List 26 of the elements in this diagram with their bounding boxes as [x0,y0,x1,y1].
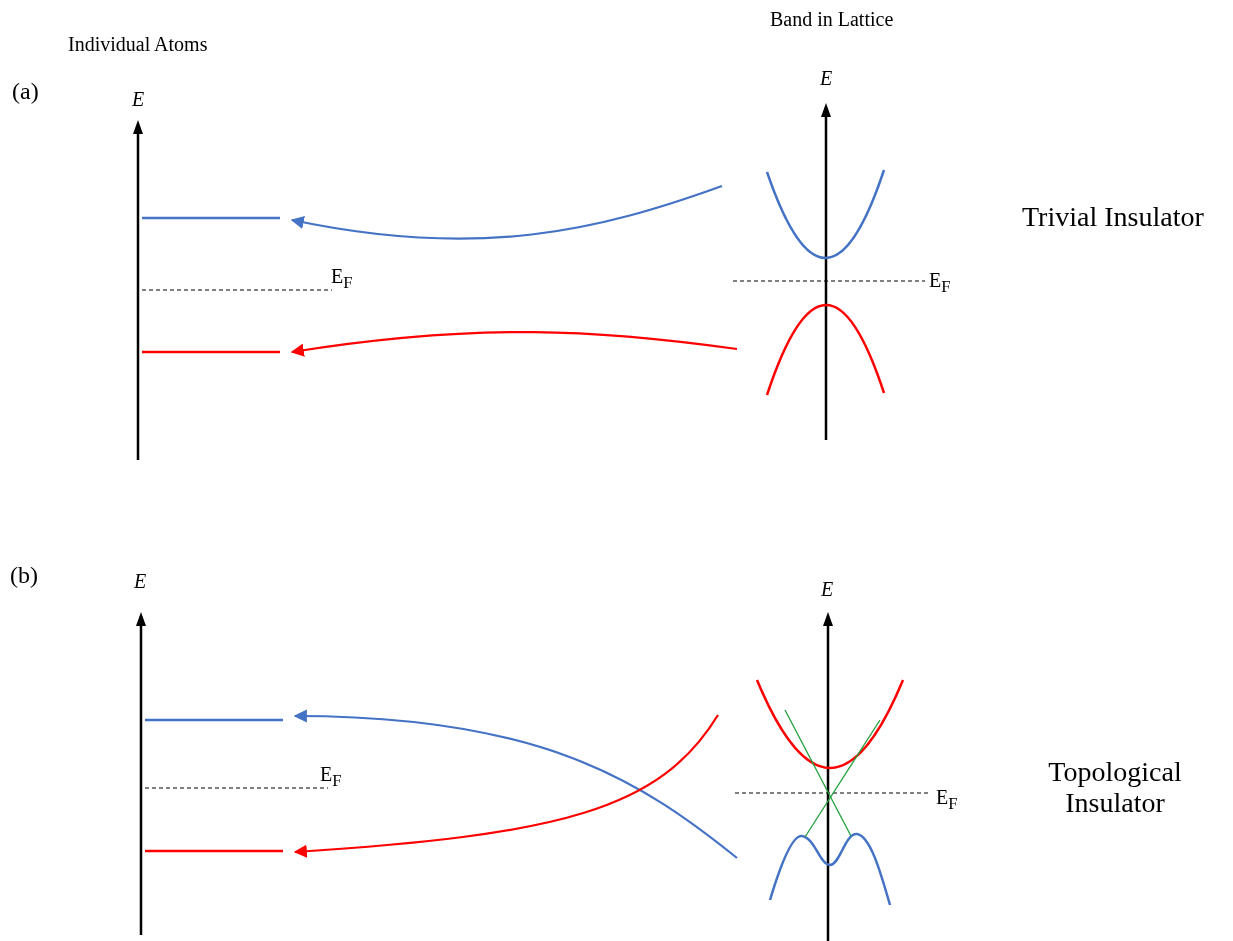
panel-heading: Individual Atoms [68,33,208,55]
axis-label: E [134,570,147,592]
fermi-energy-label: E$_{F}$ [929,269,951,297]
panel-letter: (b) [10,562,38,589]
arrow [290,331,738,357]
energy-level-line [145,849,283,853]
energy-band-curve [755,679,905,770]
energy-level-line [145,718,283,722]
energy-band-curve [768,832,892,906]
axis-label: E [820,67,833,89]
panel-letter: (a) [12,78,39,105]
dirac-cone-line [784,709,852,837]
energy-level-line [142,350,280,354]
energy-band-curve [765,169,886,260]
panel-heading: Band in Lattice [770,8,894,30]
axis-label: E [132,88,145,110]
dirac-cone-line [804,719,881,838]
fermi-energy-label: E$_{F}$ [936,786,958,814]
fermi-energy-label: E$_{F}$ [320,763,342,791]
energy-level-line [142,216,280,220]
arrow [290,184,723,240]
fermi-energy-label: E$_{F}$ [331,265,353,293]
phase-label: Topological Insulator [1047,757,1183,819]
phase-label: Trivial Insulator [1022,202,1204,233]
axis-label: E [821,578,834,600]
energy-band-curve [765,303,886,396]
